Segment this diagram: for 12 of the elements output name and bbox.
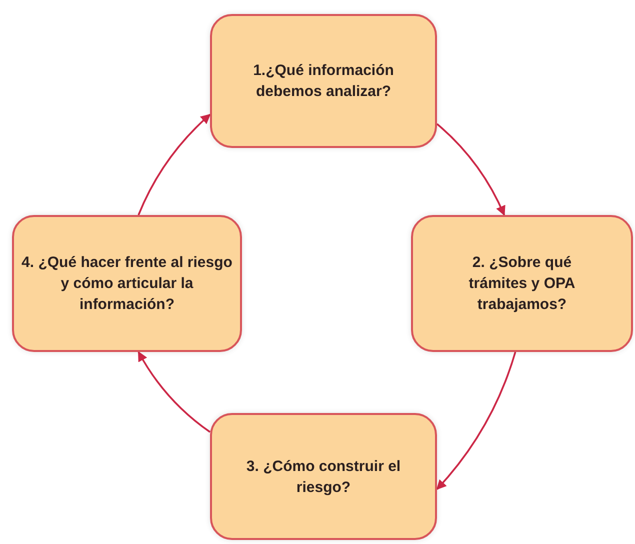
arrow (138, 351, 211, 433)
arrow (138, 114, 211, 216)
step-question: 4. ¿Qué hacer frente al riesgo y cómo articular la información? (20, 253, 234, 315)
process-box (210, 413, 437, 540)
step-question: 1.¿Qué información debemos analizar? (252, 61, 395, 102)
step-question: 3. ¿Cómo construir el riesgo? (245, 456, 402, 498)
process-box (411, 215, 633, 352)
step-question: 2. ¿Sobre qué trámites y OPA trabajamos? (468, 253, 576, 315)
process-box (210, 14, 437, 148)
process-box (12, 215, 242, 352)
arrow (436, 352, 516, 490)
arrow (436, 123, 506, 216)
